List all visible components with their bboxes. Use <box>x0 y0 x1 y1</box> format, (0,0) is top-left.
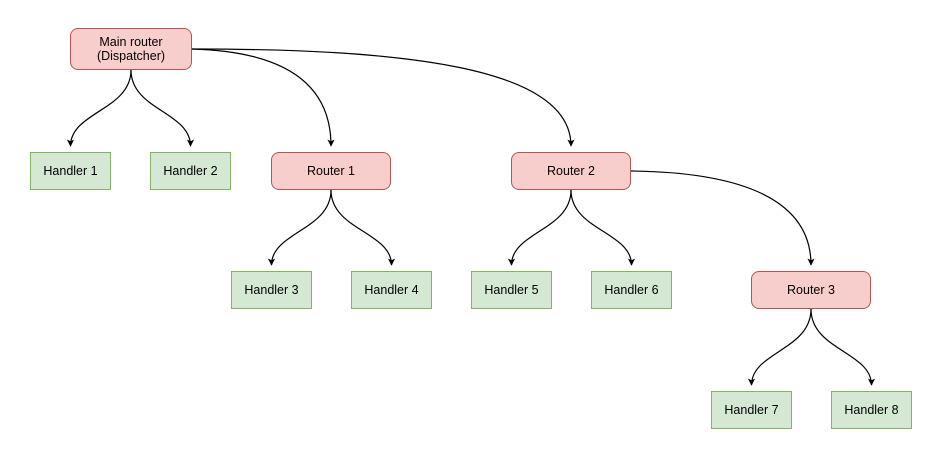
node-handler-1[interactable]: Handler 1 <box>30 152 111 190</box>
node-handler-2[interactable]: Handler 2 <box>150 152 231 190</box>
node-label-router-3: Router 3 <box>787 282 835 297</box>
node-handler-6[interactable]: Handler 6 <box>591 271 672 309</box>
node-router-2[interactable]: Router 2 <box>511 152 631 190</box>
node-label-handler-1: Handler 1 <box>43 163 98 178</box>
edge-router-1-to-handler-3 <box>267 189 332 266</box>
node-label-handler-7: Handler 7 <box>724 402 779 417</box>
edge-main-to-handler-2 <box>130 69 195 147</box>
node-handler-3[interactable]: Handler 3 <box>231 271 312 309</box>
edge-router-2-to-handler-6 <box>570 189 636 266</box>
node-handler-4[interactable]: Handler 4 <box>351 271 432 309</box>
node-label-handler-3: Handler 3 <box>244 282 299 297</box>
node-handler-7[interactable]: Handler 7 <box>711 391 792 429</box>
edge-router-3-to-handler-7 <box>747 308 812 386</box>
node-label-router-1: Router 1 <box>307 163 355 178</box>
edge-main-to-router-1 <box>191 48 335 147</box>
node-label-main-router: Main router (Dispatcher) <box>96 34 166 64</box>
node-label-handler-2: Handler 2 <box>163 163 218 178</box>
edge-router-2-to-router-3 <box>630 170 815 266</box>
node-handler-5[interactable]: Handler 5 <box>471 271 552 309</box>
node-router-3[interactable]: Router 3 <box>751 271 871 309</box>
node-label-handler-8: Handler 8 <box>844 402 899 417</box>
edge-main-to-router-2 <box>191 48 575 147</box>
node-label-handler-6: Handler 6 <box>604 282 659 297</box>
node-label-handler-5: Handler 5 <box>484 282 539 297</box>
edge-main-to-handler-1 <box>66 69 132 147</box>
node-label-handler-4: Handler 4 <box>364 282 419 297</box>
edge-router-2-to-handler-5 <box>507 189 572 266</box>
edge-router-3-to-handler-8 <box>810 308 876 386</box>
node-main-router[interactable]: Main router (Dispatcher) <box>70 28 192 70</box>
node-router-1[interactable]: Router 1 <box>271 152 391 190</box>
node-handler-8[interactable]: Handler 8 <box>831 391 912 429</box>
node-label-router-2: Router 2 <box>547 163 595 178</box>
edge-router-1-to-handler-4 <box>330 189 396 266</box>
